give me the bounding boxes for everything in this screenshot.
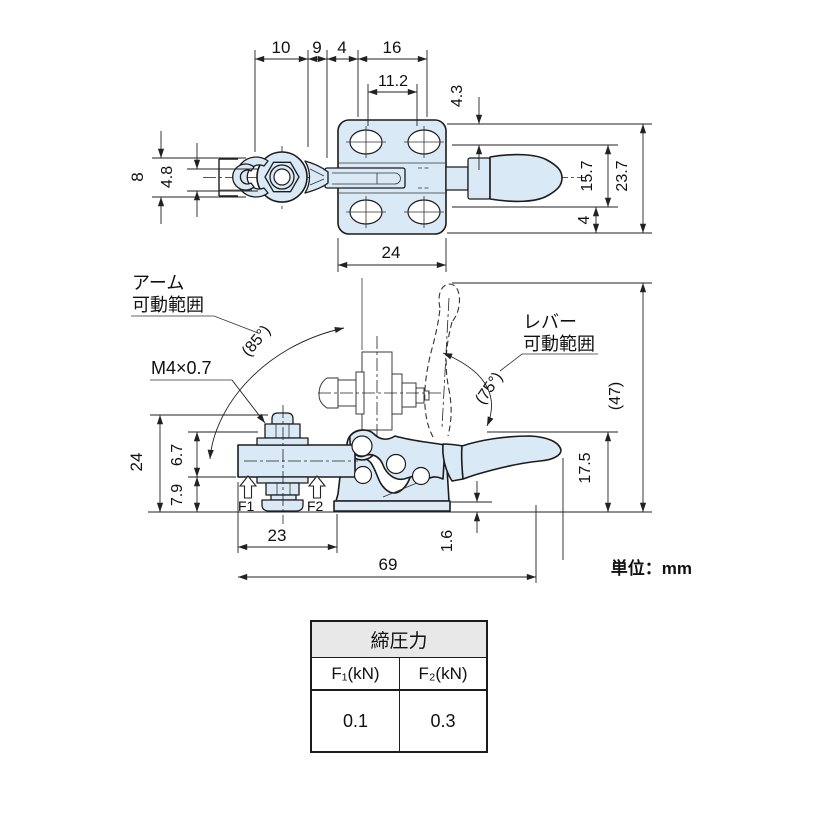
dim-15-7: 15.7	[579, 145, 612, 207]
dim-17-5-label: 17.5	[577, 452, 594, 483]
dim-6-7-label: 6.7	[169, 444, 186, 466]
dim-23-side: 23	[238, 526, 337, 551]
dim-23-label: 23	[268, 526, 287, 545]
top-view-dimensions: 10 9 4 16 11.2 4.3 15.7 4 23.7	[128, 38, 652, 272]
force-f2-label: F2	[307, 498, 324, 514]
clamp-base-flange	[333, 500, 451, 512]
dim-7-9-label: 7.9	[169, 484, 186, 506]
dim-4-3: 4.3	[449, 85, 483, 170]
dim-24-top-view: 24	[338, 243, 446, 269]
dim-16-label: 16	[383, 38, 402, 57]
force-f2-arrow	[307, 475, 327, 499]
dim-11-2: 11.2	[368, 73, 417, 96]
lever-range-label-line2: 可動範囲	[523, 334, 595, 354]
unit-note: 単位：mm	[611, 558, 692, 578]
lever-range-label-line1: レバー	[523, 312, 577, 332]
annotations: アーム 可動範囲 (85°) M4×0.7 レバー 可動範囲 (75°) 単位：…	[131, 273, 692, 578]
dim-10-9-4-16: 10 9 4 16	[255, 38, 427, 63]
dim-23-7: 23.7	[614, 124, 647, 233]
table-column-f2: F₂(kN)	[399, 658, 486, 689]
lever-range-arc	[442, 352, 494, 427]
clamping-force-table: 締圧力 F₁(kN) F₂(kN) 0.1 0.3	[310, 620, 488, 753]
dim-47-label: (47)	[607, 382, 624, 410]
dim-17-5: 17.5	[577, 432, 612, 512]
dim-69: 69	[238, 555, 536, 581]
arm-range-leader	[131, 315, 259, 334]
dim-4-8: 4.8	[159, 143, 201, 217]
dim-4-top-label: 4	[337, 38, 346, 57]
dim-24-side: 24	[127, 415, 164, 512]
arm-range-label-line1: アーム	[132, 273, 184, 293]
table-row: 0.1 0.3	[312, 691, 486, 751]
thread-spec-label: M4×0.7	[151, 358, 212, 378]
spindle-tip	[271, 412, 294, 425]
handle-grip-side-view	[460, 435, 562, 480]
spindle-upper-washer	[256, 437, 309, 446]
dim-4-right-label: 4	[576, 215, 593, 224]
spindle-lower-washer	[256, 476, 309, 484]
dim-24-side-label: 24	[127, 453, 146, 472]
arm-slot	[332, 172, 401, 185]
mounting-holes	[346, 126, 444, 228]
dim-10-label: 10	[272, 38, 291, 57]
dim-7-9: 7.9	[169, 477, 201, 512]
dim-11-2-label: 11.2	[378, 73, 408, 90]
spindle-upper-nut	[264, 423, 301, 439]
table-title: 締圧力	[312, 622, 486, 658]
side-view: F1 F2	[237, 278, 562, 524]
arm-range-label-line2: 可動範囲	[132, 295, 204, 315]
dim-47: (47)	[607, 283, 647, 512]
dim-15-7-label: 15.7	[579, 160, 596, 191]
thread-spec-leader	[231, 379, 266, 424]
dim-4-3-label: 4.3	[449, 85, 466, 107]
force-f1-label: F1	[238, 498, 255, 514]
hex-nut-hole	[273, 168, 291, 186]
dim-23-7-label: 23.7	[614, 160, 631, 191]
clevis-fork	[304, 160, 329, 194]
arm-range-arc	[207, 326, 345, 460]
table-value-f1: 0.1	[342, 710, 369, 731]
table-column-f1: F₁(kN)	[331, 663, 380, 683]
dim-1-6: 1.6	[439, 481, 481, 552]
dim-4-8-label: 4.8	[159, 166, 176, 188]
table-value-f2: 0.3	[399, 691, 486, 751]
force-f1-arrow	[238, 475, 258, 499]
dim-9-label: 9	[312, 38, 321, 57]
dim-1-6-label: 1.6	[439, 530, 456, 552]
lever-angle-label: (75°)	[472, 369, 506, 407]
linkage-rivets	[351, 435, 431, 486]
lever-range-leader	[499, 353, 598, 372]
dim-24-top-label: 24	[382, 243, 401, 262]
arm-up-phantom	[318, 278, 441, 443]
dim-4-right: 4	[576, 207, 600, 233]
clevis-fork-inner-lines	[309, 168, 325, 186]
spindle-collar	[270, 494, 297, 501]
clevis-jaw-inner	[232, 163, 255, 191]
side-view-dimensions: 24 6.7 7.9 23 69 1.6 17.5 (47)	[127, 282, 652, 583]
lever-up-phantom	[424, 283, 461, 438]
dim-8-label: 8	[128, 172, 147, 181]
dim-6-7: 6.7	[169, 432, 201, 477]
handle-shaft-top-view	[445, 166, 469, 191]
dim-8: 8	[128, 131, 165, 224]
arm-slotted-bar-top-view	[324, 167, 406, 189]
spindle-lower-nut	[265, 482, 300, 496]
top-view	[203, 119, 586, 235]
swivel-foot	[261, 499, 304, 512]
dim-69-label: 69	[379, 555, 398, 574]
handle-grip-top-view	[489, 153, 563, 203]
